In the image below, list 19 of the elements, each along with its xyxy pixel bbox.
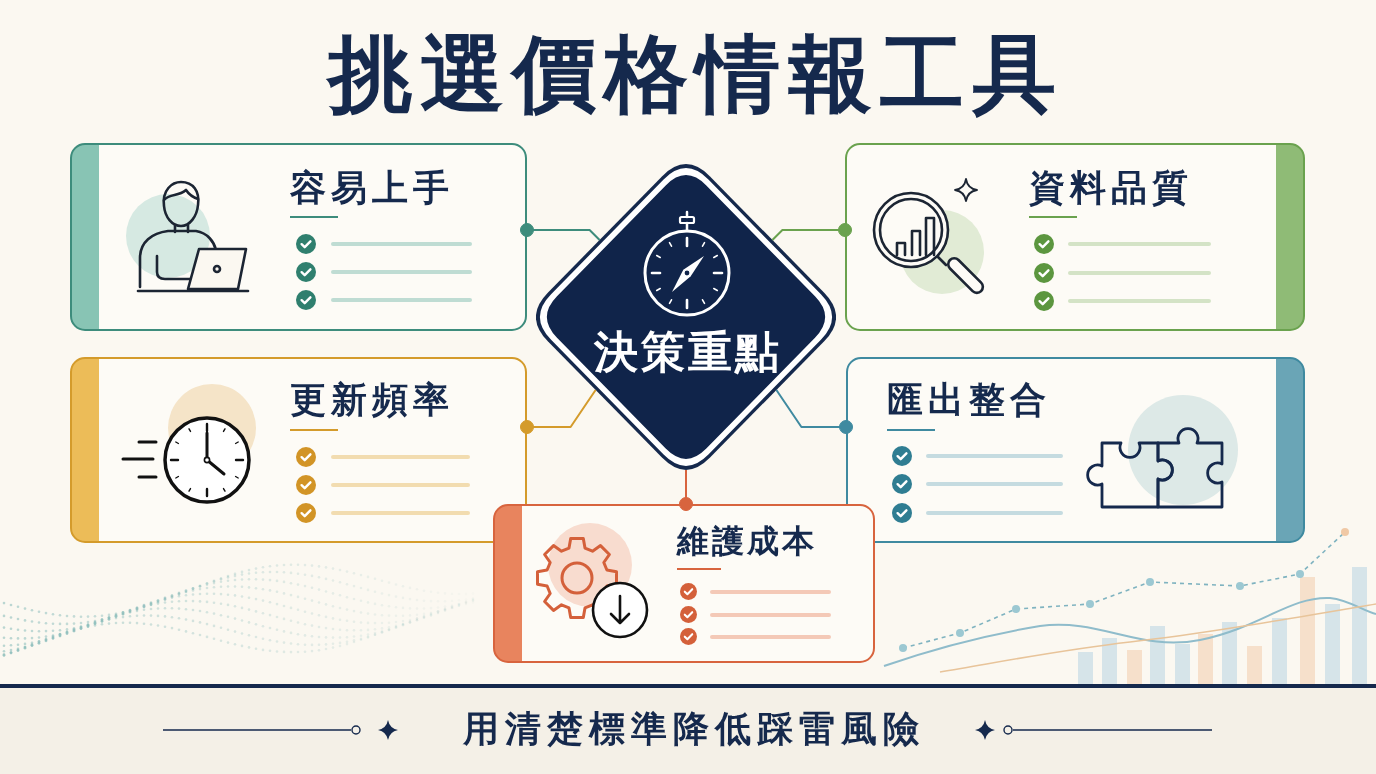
category-card <box>70 143 527 331</box>
connector-line <box>771 223 852 241</box>
connector-line <box>520 223 601 241</box>
page-title: 挑選價格情報工具 <box>328 32 1064 116</box>
card-heading: 容易上手 <box>289 168 454 205</box>
connector-line <box>679 469 693 511</box>
card-heading: 維護成本 <box>676 524 817 557</box>
category-card <box>70 357 527 543</box>
connector-line <box>775 389 853 434</box>
diamond-heading: 決策重點 <box>592 330 782 374</box>
decision-diamond <box>536 164 836 470</box>
card-heading: 資料品質 <box>1028 168 1193 205</box>
category-card <box>493 504 875 663</box>
category-card <box>845 143 1305 331</box>
footer-tagline: 用清楚標準降低踩雷風險 <box>463 710 925 746</box>
category-card <box>846 357 1305 543</box>
connector-line <box>520 389 597 434</box>
card-heading: 匯出整合 <box>886 380 1051 417</box>
card-heading: 更新頻率 <box>289 380 454 417</box>
